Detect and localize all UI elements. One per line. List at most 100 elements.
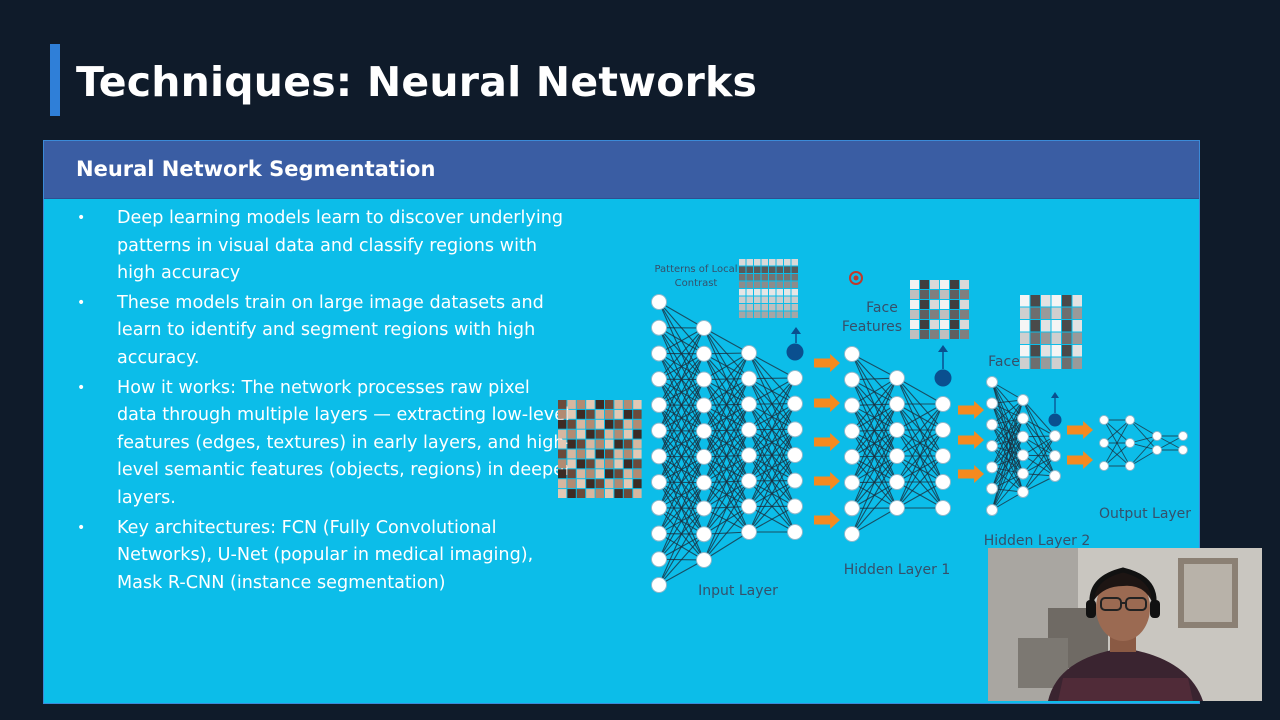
connection-line: [1022, 399, 1056, 437]
connection-line: [991, 445, 1024, 474]
flow-arrow-icon: [958, 401, 984, 419]
pattern-tile: [754, 281, 761, 288]
neuron-node: [1017, 449, 1029, 462]
neuron-node: [651, 525, 667, 542]
pattern-tile: [769, 289, 776, 296]
connection-line: [703, 352, 750, 432]
neuron-node: [935, 500, 951, 516]
face-tile: [558, 419, 567, 429]
connection-line: [1129, 419, 1158, 437]
connection-line: [658, 379, 705, 457]
face-tile: [614, 459, 623, 469]
neuron-node: [787, 498, 803, 515]
neuron-node: [741, 472, 757, 489]
neuron-node: [741, 345, 757, 361]
feature-tile: [950, 330, 959, 339]
pattern-tile: [776, 259, 783, 266]
connection-line: [1022, 436, 1056, 457]
neuron-node: [1099, 438, 1109, 448]
neuron-node: [935, 474, 951, 490]
neuron-node: [696, 552, 712, 568]
pattern-tile: [754, 289, 761, 296]
connection-line: [703, 429, 750, 509]
face-thumb-tile: [1041, 295, 1051, 307]
face-tile: [623, 469, 633, 479]
face-thumb-tile: [1030, 320, 1040, 332]
pattern-tile: [791, 266, 798, 273]
face-features-thumbnail: [910, 280, 969, 339]
face-tile: [586, 439, 595, 449]
connection-line: [851, 429, 898, 509]
neuron-node: [651, 499, 667, 516]
face-tile: [576, 489, 586, 498]
face-tile: [614, 449, 623, 459]
pattern-tile: [791, 259, 798, 266]
connection-line: [991, 381, 1024, 438]
face-thumb-tile: [1051, 357, 1061, 369]
neuron-node: [651, 448, 667, 465]
flow-arrow-icon: [1067, 421, 1093, 439]
pattern-tile: [761, 274, 768, 281]
neuron-node: [741, 498, 757, 515]
neuron-node: [696, 448, 712, 465]
connection-line: [1022, 418, 1056, 477]
pattern-tile: [784, 311, 791, 318]
neuron-node: [741, 421, 757, 438]
connection-line: [658, 559, 705, 586]
connection-line: [1103, 419, 1131, 444]
neuron-node: [696, 397, 712, 414]
pattern-tile: [784, 304, 791, 311]
flow-arrow-icon: [814, 472, 840, 490]
connection-line: [851, 377, 898, 458]
feature-tile: [950, 280, 959, 289]
flow-arrow-icon: [814, 394, 840, 412]
flow-arrow-icon: [1067, 451, 1093, 469]
pattern-tile: [791, 311, 798, 318]
feature-tile: [940, 330, 949, 339]
pattern-tile: [746, 311, 753, 318]
feature-tile: [940, 290, 949, 299]
face-tile: [567, 439, 576, 449]
face-tile: [586, 479, 595, 489]
pattern-tile: [784, 296, 791, 303]
feature-tile: [910, 320, 919, 329]
pattern-tile: [739, 289, 746, 296]
title-accent-bar: [50, 44, 60, 116]
bullet-text: How it works: The network processes raw …: [117, 377, 572, 508]
connection-line: [896, 429, 944, 509]
face-tile: [614, 400, 623, 409]
pattern-tile: [761, 266, 768, 273]
bullet-item: • How it works: The network processes ra…: [74, 375, 574, 513]
neuron-node: [741, 524, 757, 540]
connection-line: [658, 405, 705, 509]
face-tile: [614, 439, 623, 449]
connection-line: [991, 473, 1024, 511]
face-tile: [623, 459, 633, 469]
face-thumb-tile: [1020, 320, 1030, 332]
face-thumb-tile: [1051, 307, 1061, 319]
connection-line: [1022, 418, 1056, 457]
pointer-cursor-icon: [849, 271, 863, 285]
connection-line: [658, 456, 705, 534]
connection-line: [703, 352, 750, 458]
feature-tile: [940, 300, 949, 309]
connection-line: [991, 418, 1024, 511]
face-thumb-tile: [1041, 320, 1051, 332]
face-thumb-tile: [1062, 320, 1072, 332]
feature-tile: [930, 290, 939, 299]
neuron-node: [986, 418, 998, 431]
face-tile: [586, 449, 595, 459]
neuron-node: [696, 526, 712, 543]
face-tile: [567, 469, 576, 479]
neuron-node: [651, 422, 667, 439]
feature-tile: [910, 310, 919, 319]
face-thumb-tile: [1051, 345, 1061, 357]
connection-line: [703, 378, 750, 458]
feature-tile: [960, 280, 969, 289]
feature-tile: [930, 300, 939, 309]
feature-tile: [960, 330, 969, 339]
connection-line: [703, 506, 750, 561]
face-tile: [586, 459, 595, 469]
neuron-node: [696, 423, 712, 440]
feature-tile: [930, 330, 939, 339]
